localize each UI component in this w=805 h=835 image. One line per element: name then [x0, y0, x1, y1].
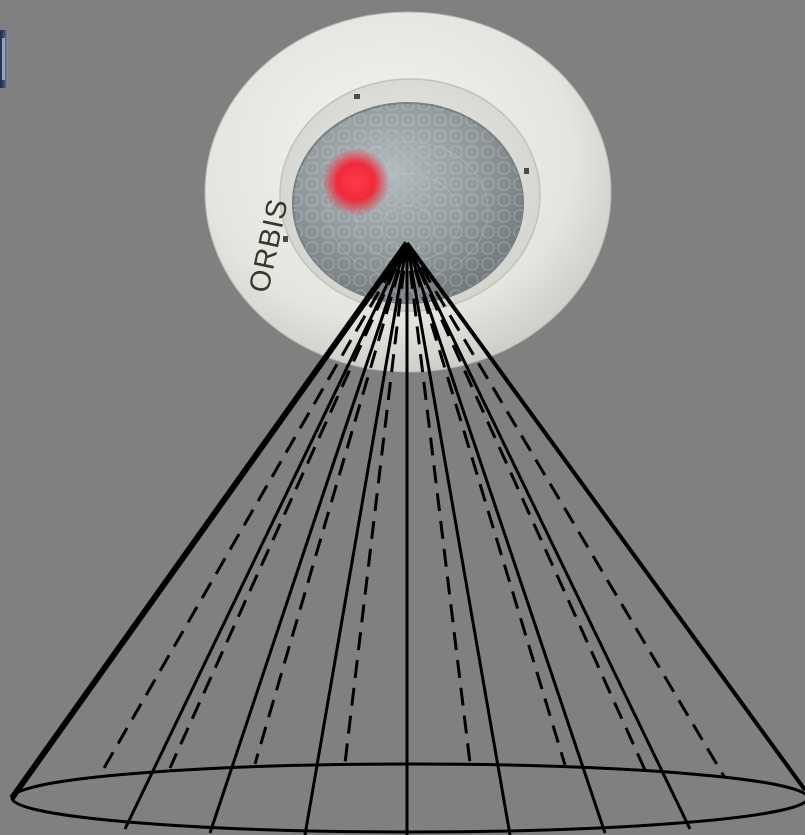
cone-edge-right	[407, 243, 805, 790]
cone-edge-left	[12, 243, 407, 798]
housing-mark	[354, 94, 360, 99]
cone-line	[125, 243, 407, 829]
cone-line	[407, 243, 690, 829]
status-led	[322, 148, 390, 216]
detection-cone	[12, 243, 805, 835]
housing-mark	[524, 168, 529, 174]
